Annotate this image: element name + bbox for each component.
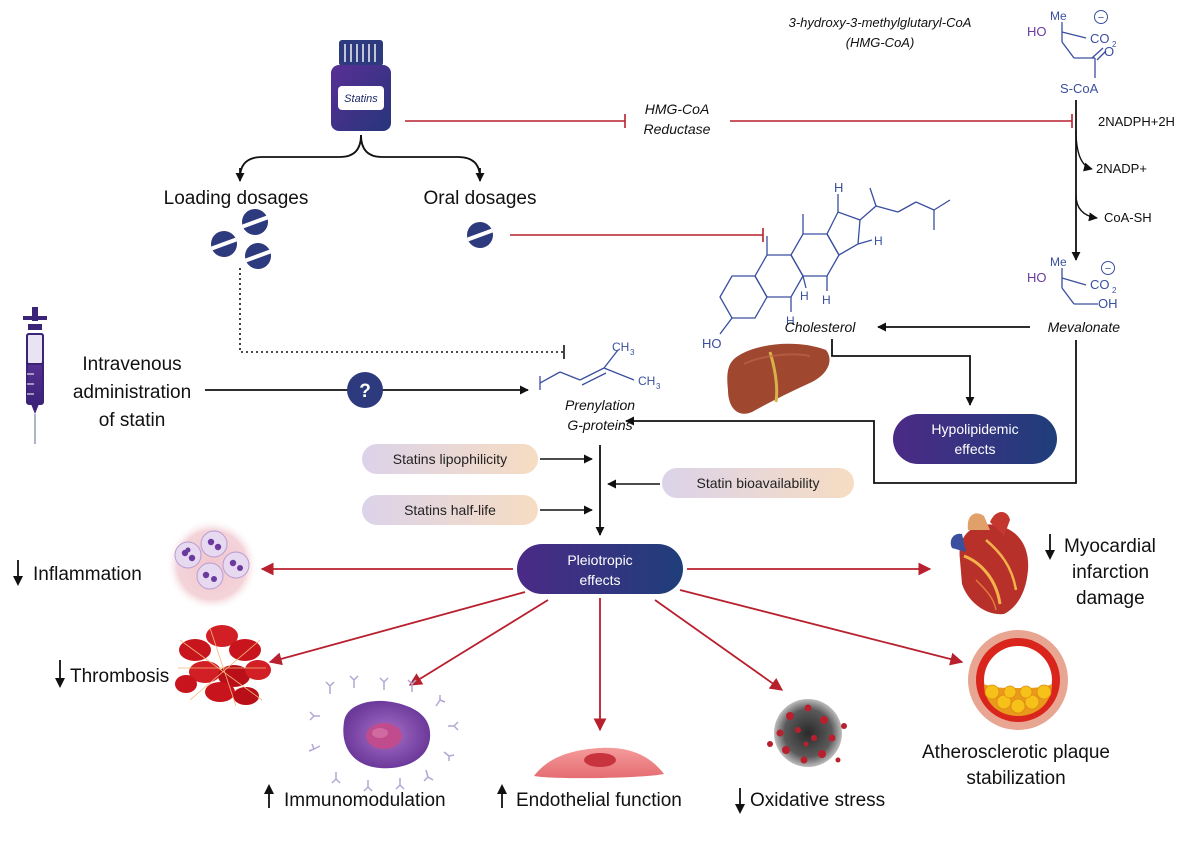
loading-dotted-line <box>239 268 564 353</box>
prenyl-ch3-right: CH <box>638 374 655 388</box>
hmg-ho: HO <box>1027 24 1047 39</box>
myocardial-down-arrow-head <box>1045 550 1055 560</box>
iv-label-line2: administration <box>73 382 191 403</box>
hmg-reductase-line2: Reductase <box>644 121 711 137</box>
mevalonate-to-prenylation-arrow <box>625 340 1077 484</box>
bioavailability-label: Statin bioavailability <box>697 475 820 491</box>
chol-h-2: H <box>786 314 795 328</box>
hmg-co-sub2: 2 <box>1112 40 1117 49</box>
inhibition-lines <box>405 114 1073 242</box>
lipophilicity-label: Statins lipophilicity <box>393 451 507 467</box>
thrombosis-clot-icon <box>175 625 271 707</box>
lipophilicity-box: Statins lipophilicity <box>362 444 538 474</box>
endothelial-up-arrow-head <box>497 784 507 794</box>
mev-oh: OH <box>1098 296 1118 311</box>
chol-h-4: H <box>874 234 883 248</box>
statins-bottle: Statins <box>331 40 391 131</box>
chol-ho: HO <box>702 336 722 351</box>
thrombosis-down-arrow-head <box>55 678 65 688</box>
loading-dosages-label: Loading dosages <box>164 188 309 209</box>
oral-dose-pill <box>467 222 493 248</box>
oral-dosages-label: Oral dosages <box>423 188 536 209</box>
endothelial-label: Endothelial function <box>516 790 682 811</box>
effect-arrows <box>260 562 964 732</box>
mevalonate-label: Mevalonate <box>1048 319 1121 335</box>
prenyl-ch3-right-sub: 3 <box>656 382 661 391</box>
pleiotropic-line1: Pleiotropic <box>567 552 632 568</box>
nadp-label: 2NADP+ <box>1096 161 1147 176</box>
prenyl-ch3-top: CH <box>612 340 629 354</box>
prenylation-line1: Prenylation <box>565 397 635 413</box>
myocardial-line1: Myocardial <box>1064 536 1156 557</box>
chol-h-3: H <box>822 293 831 307</box>
mevalonate-structure: Me HO CO 2 − OH <box>1027 255 1118 311</box>
bottle-branch-arrows <box>239 134 481 179</box>
syringe-icon <box>23 307 47 444</box>
half-life-label: Statins half-life <box>404 502 496 518</box>
cholesterol-structure <box>719 187 951 335</box>
question-mark: ? <box>359 381 371 402</box>
chol-h-top: H <box>834 180 843 195</box>
inflammation-down-arrow-head <box>13 576 23 586</box>
immune-cell-icon <box>308 675 459 792</box>
iv-label-line1: Intravenous <box>82 354 181 375</box>
cholesterol-to-hypolipidemic-arrow <box>831 339 975 406</box>
pleiotropic-line2: effects <box>580 572 621 588</box>
myocardial-line2: infarction <box>1072 562 1149 583</box>
inflammation-cells-icon <box>166 519 258 611</box>
pleiotropic-effects-box: Pleiotropic effects <box>517 544 683 594</box>
hypolipidemic-effects-box: Hypolipidemic effects <box>893 414 1057 464</box>
artery-plaque-icon <box>968 630 1068 730</box>
mev-ho: HO <box>1027 270 1047 285</box>
bioavailability-box: Statin bioavailability <box>662 468 854 498</box>
endothelial-cell-icon <box>534 747 664 779</box>
liver-icon <box>727 343 830 414</box>
heart-icon <box>950 512 1029 615</box>
mev-minus: − <box>1105 263 1111 275</box>
hmg-me: Me <box>1050 9 1067 23</box>
hypolipidemic-line2: effects <box>955 441 996 457</box>
mev-co: CO <box>1090 277 1110 292</box>
hmg-o: O <box>1104 44 1114 59</box>
myocardial-line3: damage <box>1076 588 1145 609</box>
hypolipidemic-line1: Hypolipidemic <box>931 421 1018 437</box>
hmg-co: CO <box>1090 31 1110 46</box>
question-badge: ? <box>347 372 383 408</box>
half-life-box: Statins half-life <box>362 495 538 525</box>
oxidative-down-arrow-head <box>735 804 745 814</box>
thrombosis-label: Thrombosis <box>70 666 169 687</box>
nadp-branch <box>1075 129 1093 172</box>
hmg-coa-structure: Me HO CO 2 − O S-CoA <box>1027 9 1117 96</box>
prenyl-group-structure <box>539 349 635 390</box>
immunomodulation-up-arrow-head <box>264 784 274 794</box>
mev-co-sub2: 2 <box>1112 286 1117 295</box>
hmg-scoa: S-CoA <box>1060 81 1099 96</box>
iv-label-line3: of statin <box>99 410 166 431</box>
prenylation-line2: G-proteins <box>567 417 632 433</box>
oxidative-stress-icon <box>767 699 847 767</box>
prenyl-ch3-top-sub: 3 <box>630 348 635 357</box>
atherosclerotic-line2: stabilization <box>966 768 1065 789</box>
coash-branch <box>1075 194 1098 222</box>
hmg-coa-name-line2: (HMG-CoA) <box>846 35 915 50</box>
immunomodulation-label: Immunomodulation <box>284 790 446 811</box>
hmg-coa-name-line1: 3-hydroxy-3-methylglutaryl-CoA <box>789 15 972 30</box>
loading-dose-pills <box>211 209 271 269</box>
cholesterol-labels: H H H H H HO <box>702 180 883 351</box>
hmg-reductase-line1: HMG-CoA <box>645 101 710 117</box>
inflammation-label: Inflammation <box>33 564 142 585</box>
cholesterol-label: Cholesterol <box>785 319 857 335</box>
statins-bottle-label: Statins <box>344 93 378 105</box>
nadph-label: 2NADPH+2H <box>1098 114 1175 129</box>
coash-label: CoA-SH <box>1104 210 1152 225</box>
chol-h-1: H <box>800 289 809 303</box>
hmg-minus: − <box>1098 12 1104 24</box>
mev-me: Me <box>1050 255 1067 269</box>
atherosclerotic-line1: Atherosclerotic plaque <box>922 742 1110 763</box>
oxidative-label: Oxidative stress <box>750 790 885 811</box>
